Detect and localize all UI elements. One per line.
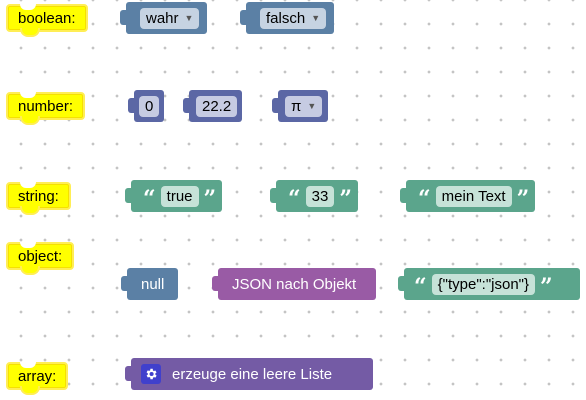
open-quote-icon: “ — [143, 186, 156, 212]
text-block-33[interactable]: “ 33 ” — [270, 180, 358, 212]
number-field-zero[interactable]: 0 — [139, 95, 160, 117]
logic-true-value: wahr — [146, 9, 179, 27]
close-quote-icon: ” — [540, 274, 553, 300]
label-array-text: array: — [18, 367, 57, 385]
logic-false-value: falsch — [266, 9, 306, 27]
dropdown-arrow-icon: ▼ — [311, 13, 321, 23]
math-constant-value: π — [291, 97, 302, 115]
logic-false-dropdown[interactable]: falsch ▼ — [260, 7, 327, 29]
dropdown-arrow-icon: ▼ — [184, 13, 194, 23]
json-to-object-block[interactable]: JSON nach Objekt — [212, 268, 377, 300]
label-string-text: string: — [18, 187, 59, 205]
math-constant-block[interactable]: π ▼ — [272, 90, 329, 122]
close-quote-icon: ” — [339, 186, 352, 212]
null-label: null — [141, 275, 165, 293]
label-object[interactable]: object: — [6, 242, 75, 275]
close-quote-icon: ” — [203, 186, 217, 212]
list-create-empty-block[interactable]: erzeuge eine leere Liste — [125, 358, 373, 390]
text-block-mein-text[interactable]: “ mein Text ” — [400, 180, 536, 212]
math-number-block-zero[interactable]: 0 — [128, 90, 165, 122]
label-number[interactable]: number: — [6, 92, 86, 125]
label-string[interactable]: string: — [6, 182, 71, 215]
close-quote-icon: ” — [516, 186, 530, 212]
open-quote-icon: “ — [414, 274, 427, 300]
logic-null-block[interactable]: null — [121, 268, 179, 300]
logic-false-block[interactable]: falsch ▼ — [240, 2, 335, 34]
text-field-33[interactable]: 33 — [305, 185, 335, 207]
logic-true-block[interactable]: wahr ▼ — [120, 2, 208, 34]
label-boolean[interactable]: boolean: — [6, 4, 88, 37]
text-field-true[interactable]: true — [160, 185, 199, 207]
json-to-object-label: JSON nach Objekt — [232, 275, 357, 293]
text-field-json[interactable]: {"type":"json"} — [431, 273, 536, 295]
dropdown-arrow-icon: ▼ — [307, 101, 317, 111]
gear-icon[interactable] — [141, 364, 161, 384]
math-constant-dropdown[interactable]: π ▼ — [285, 95, 323, 117]
label-number-text: number: — [18, 97, 74, 115]
math-number-block-decimal[interactable]: 22.2 — [183, 90, 243, 122]
number-field-decimal[interactable]: 22.2 — [196, 95, 238, 117]
text-block-true[interactable]: “ true ” — [125, 180, 223, 212]
label-boolean-text: boolean: — [18, 9, 76, 27]
logic-true-dropdown[interactable]: wahr ▼ — [140, 7, 200, 29]
open-quote-icon: “ — [418, 186, 431, 212]
open-quote-icon: “ — [288, 186, 301, 212]
label-object-text: object: — [18, 247, 63, 265]
label-array[interactable]: array: — [6, 362, 69, 395]
text-field-mein-text[interactable]: mein Text — [435, 185, 512, 207]
text-block-json[interactable]: “ {"type":"json"} ” — [398, 268, 580, 300]
create-empty-list-label: erzeuge eine leere Liste — [172, 365, 333, 383]
